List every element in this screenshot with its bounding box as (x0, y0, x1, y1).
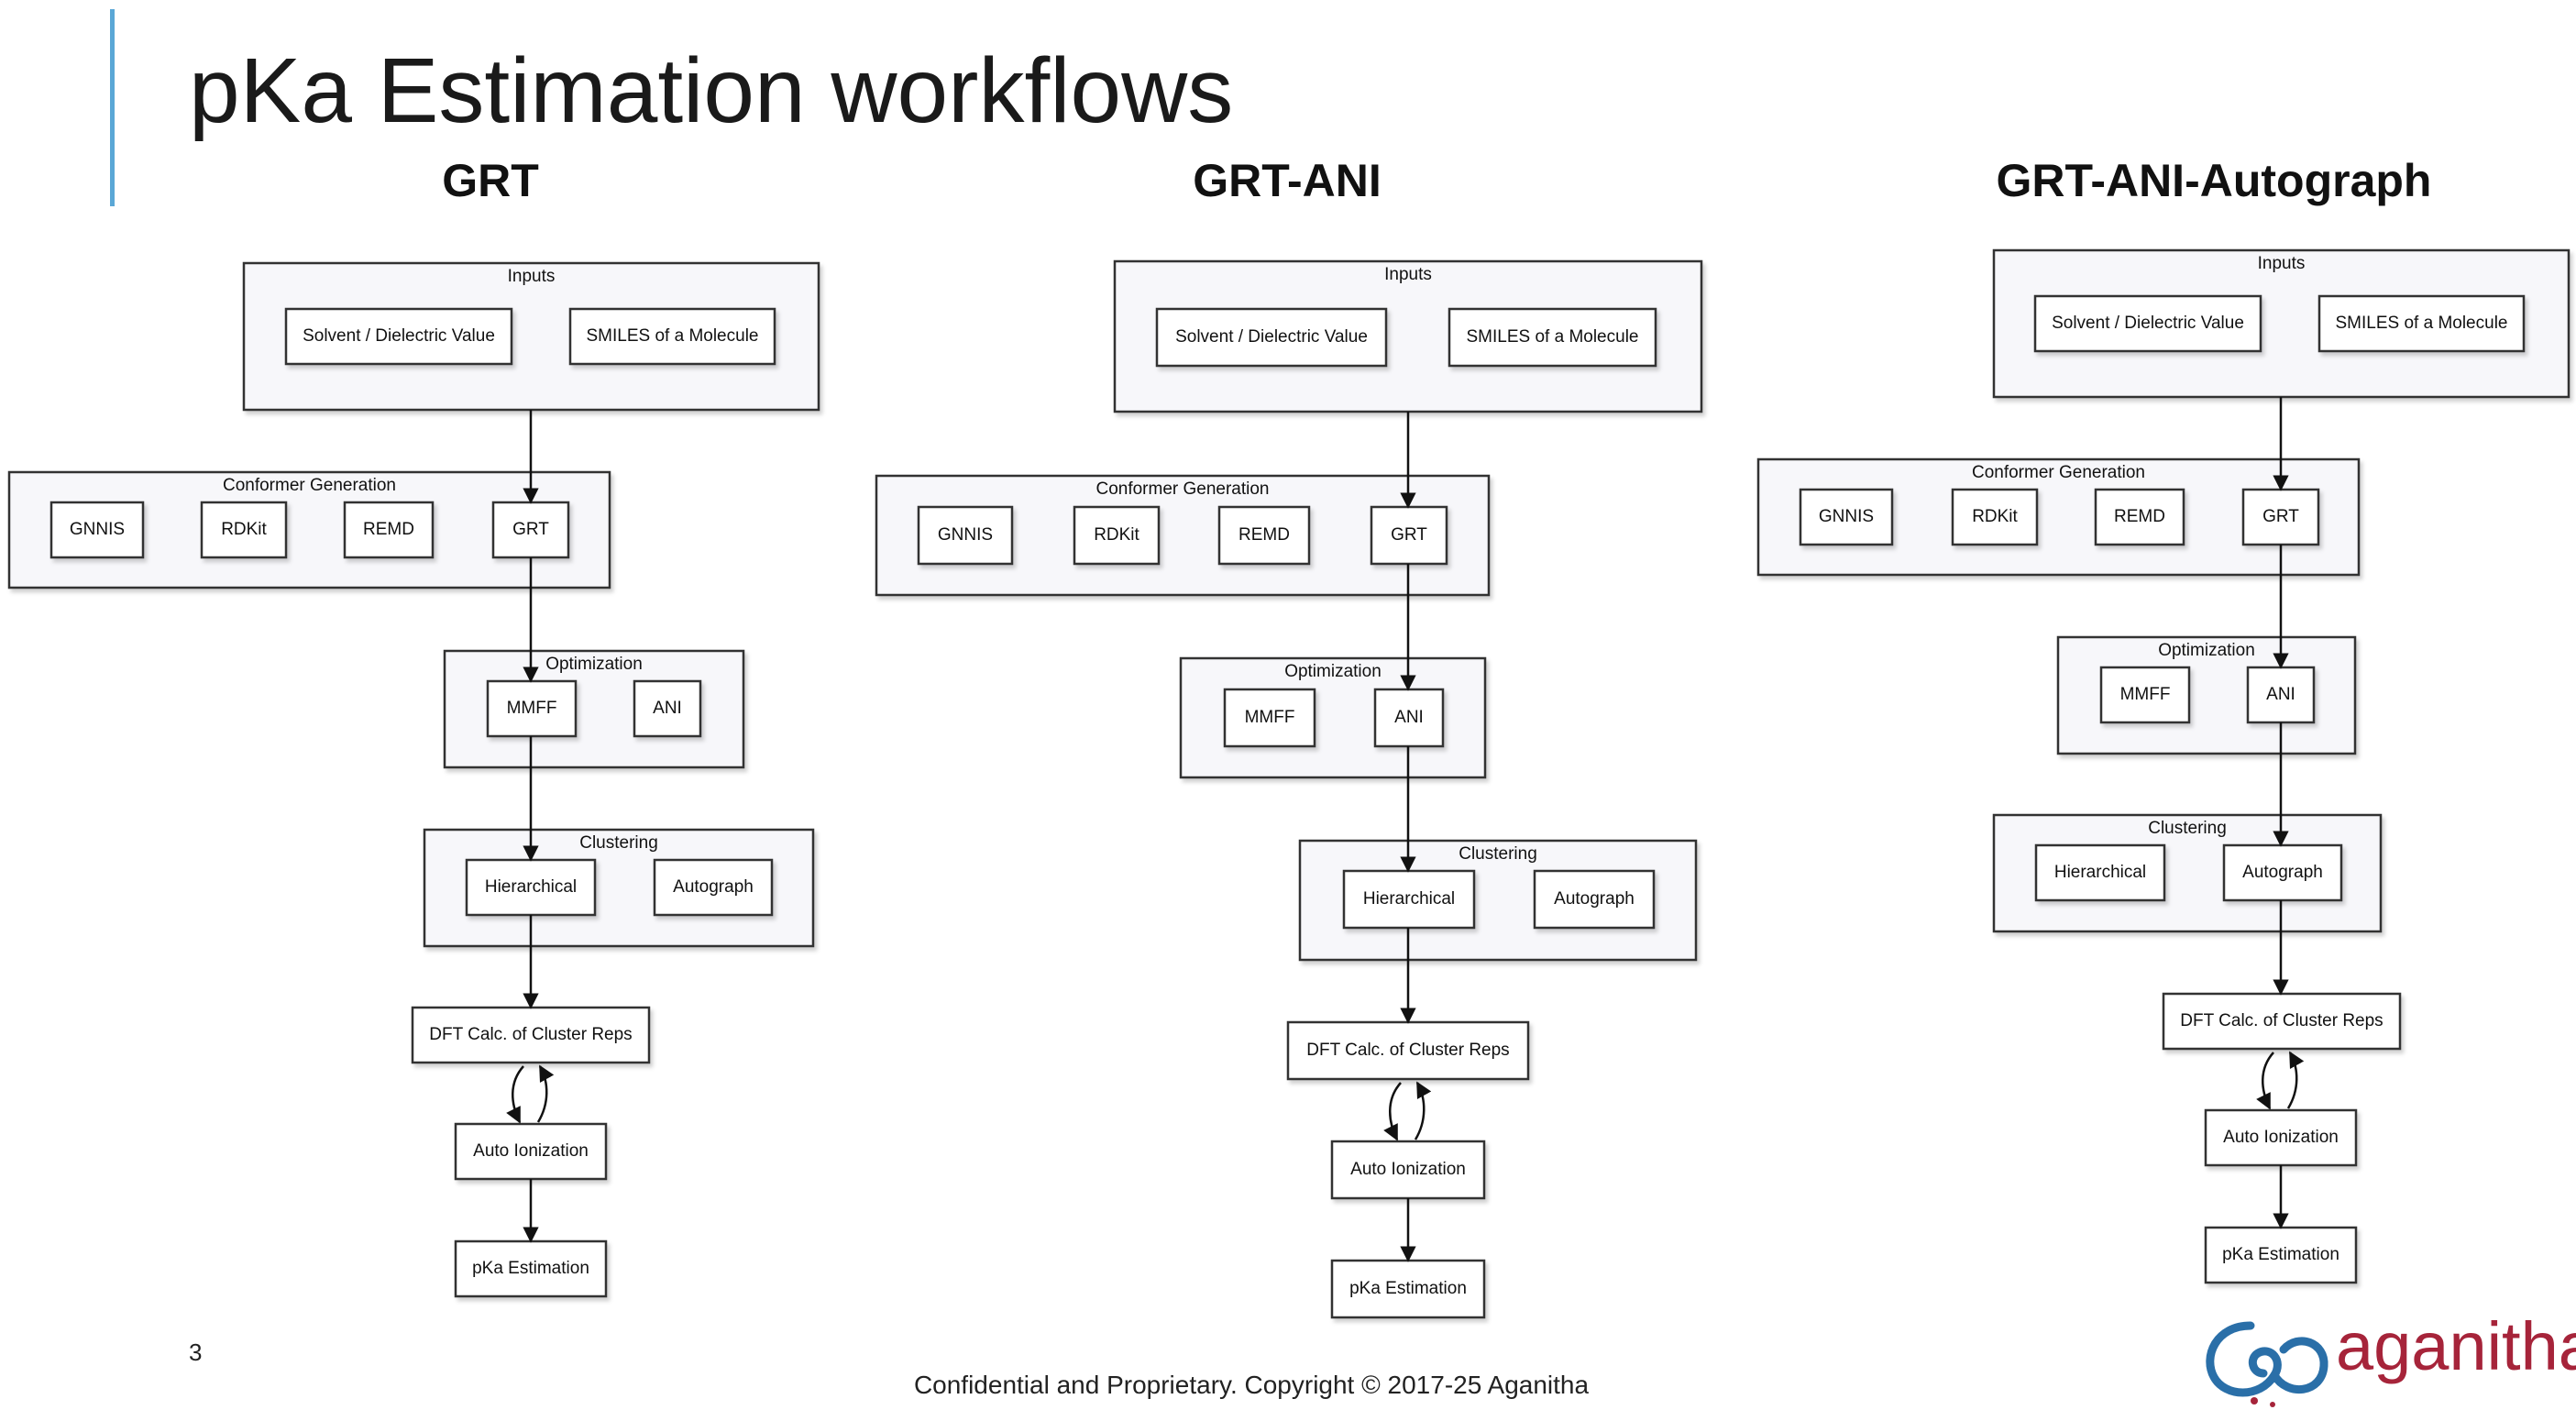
optimization-group-item (2099, 666, 2191, 724)
page-title: pKa Estimation workflows (189, 39, 1234, 142)
conformer-generation-group-item-label: GRT (1391, 525, 1427, 545)
pka-estimation-box (2204, 1226, 2358, 1284)
inputs-group-item (568, 307, 776, 366)
loop-arrow-down (1383, 1082, 1402, 1141)
dft-calc-box-label: DFT Calc. of Cluster Reps (429, 1025, 632, 1044)
conformer-generation-group-item-label: REMD (363, 520, 414, 539)
conformer-generation-group-item (917, 505, 1014, 566)
loop-arrow-up (536, 1064, 555, 1123)
optimization-group-label: Optimization (1284, 662, 1382, 681)
auto-ionization-box-label: Auto Ionization (2223, 1128, 2339, 1147)
pka-estimation-box-label: pKa Estimation (2222, 1245, 2339, 1264)
auto-ionization-box (1330, 1140, 1486, 1200)
conformer-generation-group-item (200, 501, 288, 559)
optimization-group-item-label: MMFF (2120, 685, 2171, 704)
clustering-group-item-label: Autograph (2242, 863, 2323, 882)
inputs-group-label: Inputs (508, 267, 556, 286)
conformer-generation-group-item (1951, 488, 2039, 546)
auto-ionization-box (454, 1122, 608, 1181)
clustering-group-item-label: Autograph (1554, 889, 1635, 909)
clustering-group-item-label: Hierarchical (1363, 889, 1455, 909)
inputs-group-item (284, 307, 513, 366)
optimization-group-item-label: ANI (2266, 685, 2295, 704)
auto-ionization-box (2204, 1108, 2358, 1167)
clustering-group-item (1533, 869, 1656, 930)
conformer-generation-group-item (1073, 505, 1161, 566)
conformer-generation-group-item-label: GNNIS (1819, 507, 1874, 526)
conformer-generation-group-item-label: RDKit (221, 520, 267, 539)
inputs-group-item (2033, 294, 2262, 353)
inputs-group-item-label: SMILES of a Molecule (2336, 314, 2508, 333)
conformer-generation-group-item (343, 501, 435, 559)
column-title-grt-ani: GRT-ANI (1193, 155, 1382, 206)
conformer-generation-group-label: Conformer Generation (1972, 463, 2145, 482)
conformer-generation-group-item (1217, 505, 1311, 566)
inputs-group-item-label: Solvent / Dielectric Value (303, 326, 495, 346)
dft-calc-box (1286, 1020, 1530, 1081)
accent-bar (110, 9, 115, 206)
clustering-group-label: Clustering (579, 833, 658, 853)
clustering-group-item-label: Hierarchical (2054, 863, 2146, 882)
pka-estimation-box (454, 1239, 608, 1298)
conformer-generation-group-item (2094, 488, 2185, 546)
clustering-group-item-label: Hierarchical (485, 877, 577, 897)
auto-ionization-box-label: Auto Ionization (1350, 1160, 1466, 1179)
pka-estimation-box-label: pKa Estimation (1349, 1279, 1467, 1298)
optimization-group-item-label: MMFF (1245, 708, 1295, 727)
loop-arrow-down (2256, 1052, 2274, 1110)
inputs-group-label: Inputs (1384, 265, 1432, 284)
optimization-group-label: Optimization (2158, 641, 2255, 660)
conformer-generation-group-item-label: GRT (512, 520, 549, 539)
loop-arrow-up (2286, 1051, 2305, 1109)
clustering-group-label: Clustering (1459, 844, 1537, 864)
pka-estimation-box-label: pKa Estimation (472, 1259, 589, 1278)
inputs-group-item (1448, 307, 1657, 368)
inputs-group-item (2317, 294, 2526, 353)
page-number: 3 (189, 1338, 203, 1366)
column-title-grt-ani-autograph: GRT-ANI-Autograph (1996, 155, 2432, 206)
clustering-group-label: Clustering (2148, 819, 2227, 838)
column-title-grt: GRT (442, 155, 539, 206)
dft-calc-box-label: DFT Calc. of Cluster Reps (1306, 1041, 1509, 1060)
clustering-group-item (653, 858, 774, 917)
inputs-group-label: Inputs (2258, 254, 2306, 273)
pka-estimation-box (1330, 1259, 1486, 1319)
clustering-group-item-label: Autograph (673, 877, 754, 897)
conformer-generation-group-item-label: GRT (2262, 507, 2299, 526)
aganitha-logo-text: aganitha (2336, 1308, 2576, 1384)
optimization-group-item-label: ANI (1394, 708, 1424, 727)
loop-arrow-up (1414, 1081, 1432, 1140)
conformer-generation-group-label: Conformer Generation (223, 476, 396, 495)
copyright-footer: Confidential and Proprietary. Copyright … (913, 1371, 1590, 1399)
conformer-generation-group-item-label: RDKit (1094, 525, 1139, 545)
conformer-generation-group-item-label: GNNIS (70, 520, 125, 539)
inputs-group-item (1155, 307, 1388, 368)
optimization-group-item (1223, 688, 1316, 748)
inputs-group-item-label: Solvent / Dielectric Value (1175, 327, 1368, 347)
inputs-group-item-label: SMILES of a Molecule (1467, 327, 1639, 347)
loop-arrow-down (506, 1065, 524, 1124)
conformer-generation-group-item-label: REMD (1238, 525, 1290, 545)
optimization-group-label: Optimization (545, 655, 643, 674)
conformer-generation-group-item-label: REMD (2114, 507, 2165, 526)
inputs-group-item-label: Solvent / Dielectric Value (2052, 314, 2244, 333)
conformer-generation-group-item-label: RDKit (1972, 507, 2018, 526)
optimization-group-item (633, 679, 702, 738)
inputs-group-item-label: SMILES of a Molecule (587, 326, 759, 346)
optimization-group-item-label: MMFF (507, 699, 557, 718)
conformer-generation-group-item (2241, 488, 2320, 546)
conformer-generation-group-item (50, 501, 145, 559)
conformer-generation-group-label: Conformer Generation (1095, 479, 1269, 499)
auto-ionization-box-label: Auto Ionization (473, 1141, 589, 1161)
conformer-generation-group-item (1799, 488, 1894, 546)
dft-calc-box-label: DFT Calc. of Cluster Reps (2180, 1011, 2383, 1030)
clustering-group-item (2222, 843, 2343, 902)
clustering-group-item (2034, 843, 2166, 902)
aganitha-logo-icon (2206, 1321, 2328, 1407)
conformer-generation-group-item (1370, 505, 1448, 566)
optimization-group-item-label: ANI (653, 699, 682, 718)
conformer-generation-group-item-label: GNNIS (938, 525, 993, 545)
